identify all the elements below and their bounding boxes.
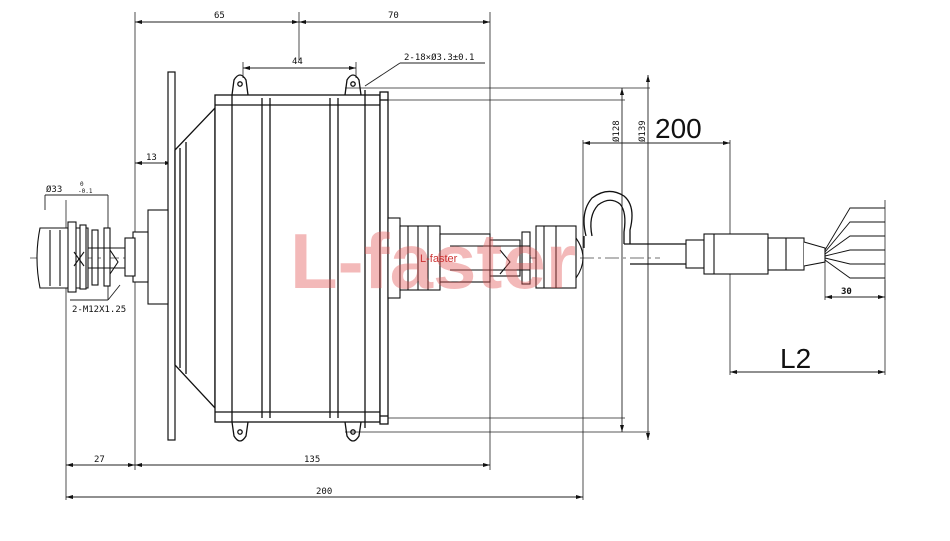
- dim-dia-139: Ø139: [637, 120, 648, 142]
- dim-thread: 2-M12X1.25: [72, 305, 126, 315]
- dim-l2: L2: [780, 343, 811, 374]
- watermark-logo: L-faster: [290, 217, 576, 305]
- dim-inner-width: 44: [292, 57, 303, 67]
- dimension-lines: [44, 21, 885, 498]
- dim-axle-diameter: Ø33: [46, 184, 62, 195]
- right-axle-assembly: [387, 217, 584, 299]
- dim-wire-end: 30: [841, 287, 852, 297]
- dim-bottom-mid: 135: [304, 455, 320, 465]
- dim-top-right: 70: [388, 11, 399, 21]
- hub-shell: [174, 74, 389, 442]
- cable-hook: [583, 190, 688, 265]
- dim-dia-128: Ø128: [611, 120, 622, 142]
- dim-top-left: 65: [214, 11, 225, 21]
- cable-connector: [685, 233, 826, 275]
- dim-bottom-total: 200: [316, 487, 332, 497]
- watermark-small: L-faster: [420, 253, 458, 265]
- dim-axle-tol-top: 0: [80, 181, 84, 188]
- wire-ends: [824, 207, 885, 279]
- dim-flange-thickness: 13: [146, 153, 157, 163]
- dim-axle-tol-bottom: -0.1: [78, 188, 93, 195]
- left-axle-assembly: [36, 209, 169, 305]
- disc-flange: [167, 71, 176, 441]
- diameter-extension-lines: [345, 87, 650, 433]
- dim-holes: 2-18×Ø3.3±0.1: [404, 52, 474, 63]
- dim-cable-length: 200: [655, 113, 702, 144]
- dim-bottom-left: 27: [94, 455, 105, 465]
